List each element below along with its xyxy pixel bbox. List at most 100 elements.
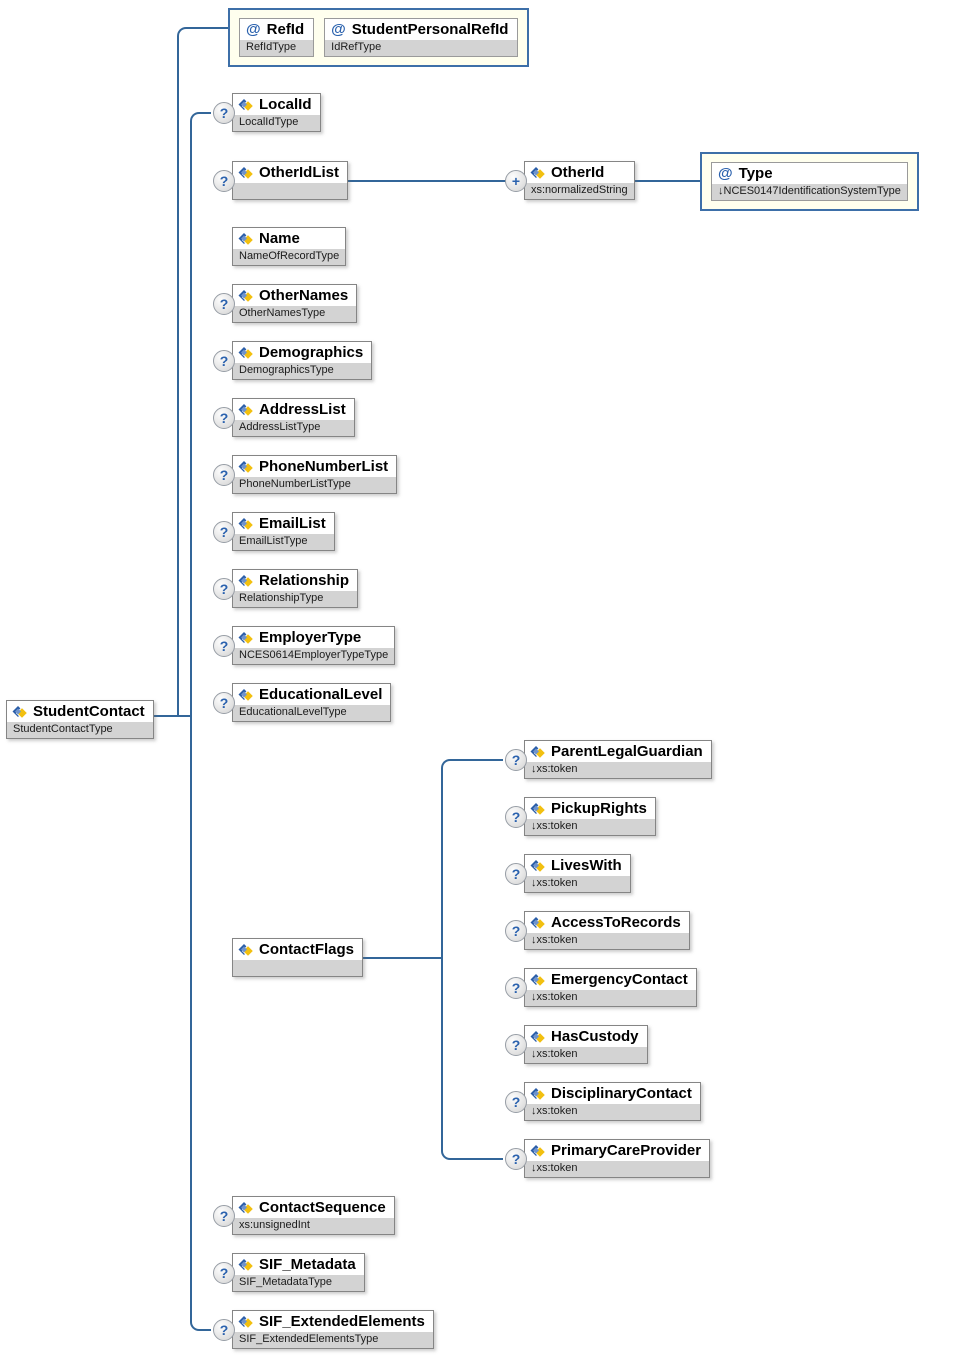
node-contactflags: ContactFlags bbox=[213, 938, 364, 977]
element-box[interactable]: OtherIdList bbox=[232, 161, 349, 200]
element-type: StudentContactType bbox=[7, 722, 153, 738]
element-name-row: SIF_Metadata bbox=[233, 1254, 364, 1275]
element-name-row: Name bbox=[233, 228, 345, 249]
element-box[interactable]: AddressList AddressListType bbox=[232, 398, 355, 437]
element-diamond-icon bbox=[238, 460, 254, 474]
element-box[interactable]: EducationalLevel EducationalLevelType bbox=[232, 683, 392, 722]
element-name: ContactFlags bbox=[259, 941, 355, 958]
element-diamond-icon bbox=[530, 802, 546, 816]
element-name-row: EmployerType bbox=[233, 627, 394, 648]
element-diamond-icon bbox=[238, 346, 254, 360]
element-box[interactable]: ContactSequence xs:unsignedInt bbox=[232, 1196, 395, 1235]
node-liveswith: ? LivesWith ↓xs:token bbox=[505, 854, 631, 893]
element-name: StudentContact bbox=[33, 703, 145, 720]
element-box[interactable]: EmployerType NCES0614EmployerTypeType bbox=[232, 626, 396, 665]
element-box[interactable]: Name NameOfRecordType bbox=[232, 227, 347, 266]
element-box[interactable]: SIF_ExtendedElements SIF_ExtendedElement… bbox=[232, 1310, 434, 1349]
attributes-group-otherid: @ Type ↓NCES0147IdentificationSystemType bbox=[700, 152, 919, 211]
element-box[interactable]: Relationship RelationshipType bbox=[232, 569, 359, 608]
element-name-row: LocalId bbox=[233, 94, 320, 115]
node-sif_extendedelements: ? SIF_ExtendedElements SIF_ExtendedEleme… bbox=[213, 1310, 434, 1349]
element-diamond-icon bbox=[238, 688, 254, 702]
element-diamond-icon bbox=[238, 1315, 254, 1329]
element-diamond-icon bbox=[530, 1144, 546, 1158]
element-name: AddressList bbox=[259, 401, 346, 418]
element-box[interactable]: DisciplinaryContact ↓xs:token bbox=[524, 1082, 701, 1121]
occurrence-marker-icon: ? bbox=[505, 1147, 527, 1170]
element-type: xs:normalizedString bbox=[525, 183, 634, 199]
element-box[interactable]: PrimaryCareProvider ↓xs:token bbox=[524, 1139, 711, 1178]
node-accesstorecords: ? AccessToRecords ↓xs:token bbox=[505, 911, 690, 950]
element-diamond-icon bbox=[238, 166, 254, 180]
node-othernames: ? OtherNames OtherNamesType bbox=[213, 284, 358, 323]
element-name-row: PhoneNumberList bbox=[233, 456, 396, 477]
element-name: LocalId bbox=[259, 96, 312, 113]
element-box[interactable]: ParentLegalGuardian ↓xs:token bbox=[524, 740, 712, 779]
element-name: EmployerType bbox=[259, 629, 362, 646]
attribute-type: IdRefType bbox=[325, 40, 518, 56]
attribute-refid[interactable]: @ RefId RefIdType bbox=[239, 18, 315, 57]
attribute-student-personal-refid[interactable]: @ StudentPersonalRefId IdRefType bbox=[324, 18, 519, 57]
element-diamond-icon bbox=[530, 859, 546, 873]
element-box[interactable]: OtherId xs:normalizedString bbox=[524, 161, 635, 200]
occurrence-marker-icon: ? bbox=[505, 919, 527, 942]
element-box[interactable]: EmailList EmailListType bbox=[232, 512, 335, 551]
node-phonenumberlist: ? PhoneNumberList PhoneNumberListType bbox=[213, 455, 398, 494]
element-name: Name bbox=[259, 230, 300, 247]
element-type: ↓xs:token bbox=[525, 1047, 647, 1063]
occurrence-marker-icon: ? bbox=[505, 976, 527, 999]
element-box[interactable]: PhoneNumberList PhoneNumberListType bbox=[232, 455, 398, 494]
element-box[interactable]: Demographics DemographicsType bbox=[232, 341, 373, 380]
element-name-row: ContactFlags bbox=[233, 939, 362, 960]
element-name-row: HasCustody bbox=[525, 1026, 647, 1047]
element-type: SIF_MetadataType bbox=[233, 1275, 364, 1291]
element-name: HasCustody bbox=[551, 1028, 639, 1045]
element-box[interactable]: HasCustody ↓xs:token bbox=[524, 1025, 648, 1064]
occurrence-marker-icon: ? bbox=[213, 349, 235, 372]
connector-line bbox=[348, 180, 518, 182]
attribute-at-icon: @ bbox=[246, 21, 261, 38]
element-type: RelationshipType bbox=[233, 591, 358, 607]
element-type: NameOfRecordType bbox=[233, 249, 346, 265]
element-box[interactable]: AccessToRecords ↓xs:token bbox=[524, 911, 690, 950]
element-name-row: AccessToRecords bbox=[525, 912, 689, 933]
element-diamond-icon bbox=[238, 574, 254, 588]
element-type bbox=[233, 960, 363, 976]
element-type: ↓xs:token bbox=[525, 819, 655, 835]
attribute-name-row: @ Type bbox=[712, 163, 907, 184]
element-name: Relationship bbox=[259, 572, 350, 589]
element-box[interactable]: ContactFlags bbox=[232, 938, 364, 977]
element-type: DemographicsType bbox=[233, 363, 372, 379]
element-diamond-icon bbox=[530, 1030, 546, 1044]
occurrence-marker-icon: ? bbox=[505, 805, 527, 828]
attributes-trunk bbox=[177, 27, 228, 716]
element-box[interactable]: PickupRights ↓xs:token bbox=[524, 797, 656, 836]
element-box[interactable]: StudentContact StudentContactType bbox=[6, 700, 154, 739]
node-localid: ? LocalId LocalIdType bbox=[213, 93, 321, 132]
element-type: OtherNamesType bbox=[233, 306, 357, 322]
element-name: Demographics bbox=[259, 344, 364, 361]
element-box[interactable]: OtherNames OtherNamesType bbox=[232, 284, 358, 323]
element-name-row: EmergencyContact bbox=[525, 969, 696, 990]
element-type: EmailListType bbox=[233, 534, 334, 550]
attribute-name: RefId bbox=[266, 21, 305, 38]
element-box[interactable]: EmergencyContact ↓xs:token bbox=[524, 968, 697, 1007]
element-name: EmailList bbox=[259, 515, 326, 532]
attribute-at-icon: @ bbox=[331, 21, 346, 38]
element-type: PhoneNumberListType bbox=[233, 477, 397, 493]
element-name-row: Relationship bbox=[233, 570, 357, 591]
element-box[interactable]: LocalId LocalIdType bbox=[232, 93, 321, 132]
element-name: OtherNames bbox=[259, 287, 349, 304]
attribute-type-box[interactable]: @ Type ↓NCES0147IdentificationSystemType bbox=[711, 162, 908, 201]
element-box[interactable]: LivesWith ↓xs:token bbox=[524, 854, 631, 893]
node-employertype: ? EmployerType NCES0614EmployerTypeType bbox=[213, 626, 396, 665]
element-name: ParentLegalGuardian bbox=[551, 743, 703, 760]
element-name-row: OtherIdList bbox=[233, 162, 347, 183]
element-diamond-icon bbox=[238, 403, 254, 417]
element-box[interactable]: SIF_Metadata SIF_MetadataType bbox=[232, 1253, 365, 1292]
element-diamond-icon bbox=[238, 232, 254, 246]
occurrence-marker-icon: ? bbox=[505, 1090, 527, 1113]
occurrence-marker-icon: ? bbox=[505, 862, 527, 885]
element-name-row: SIF_ExtendedElements bbox=[233, 1311, 433, 1332]
